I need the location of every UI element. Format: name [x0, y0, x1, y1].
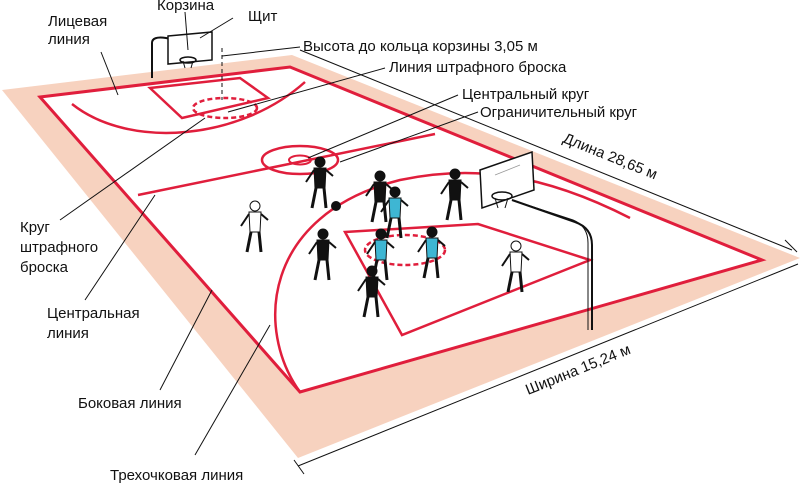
- player-figure: [305, 156, 334, 209]
- label-center-line-1: Центральная: [47, 305, 140, 322]
- player-figure: [417, 226, 446, 279]
- court-boundary-line: [36, 65, 767, 394]
- label-ft-circle-2: штрафного: [20, 239, 98, 256]
- player-figure: [357, 265, 386, 318]
- far-basket-pole: [151, 36, 177, 78]
- restraining-circle: [288, 154, 312, 166]
- far-basket: [151, 31, 223, 100]
- label-restraining-circle: Ограничительный круг: [480, 104, 638, 121]
- near-basket: [479, 150, 593, 330]
- player-figure: [440, 168, 469, 221]
- label-ft-circle-3: броска: [20, 259, 69, 276]
- label-center-circle: Центральный круг: [462, 86, 590, 103]
- label-rim-height: Высота до кольца корзины 3,05 м: [303, 38, 538, 55]
- label-endline-2: линия: [48, 31, 90, 48]
- near-three-point-line: [274, 171, 631, 393]
- label-endline-1: Лицевая: [48, 13, 107, 30]
- leader-lines: [59, 11, 479, 456]
- label-center-line-2: линия: [47, 325, 89, 342]
- player-figure: [308, 228, 337, 281]
- label-basket: Корзина: [157, 0, 215, 14]
- label-three-point-line: Трехочковая линия: [110, 467, 243, 484]
- far-free-throw-circle: [191, 96, 259, 120]
- near-key: [342, 222, 594, 337]
- far-hoop: [179, 56, 197, 64]
- label-free-throw-line: Линия штрафного броска: [389, 59, 567, 76]
- players: [240, 156, 530, 318]
- basketball: [331, 201, 341, 211]
- center-circle: [260, 144, 340, 176]
- player-figure: [380, 186, 409, 239]
- player-figure: [501, 240, 530, 293]
- label-sideline: Боковая линия: [78, 395, 182, 412]
- label-ft-circle-1: Круг: [20, 219, 50, 236]
- length-dimension-line: [299, 49, 793, 251]
- label-backboard: Щит: [248, 8, 277, 25]
- far-backboard: [167, 31, 213, 65]
- player-figure: [240, 200, 269, 253]
- near-free-throw-circle: [363, 233, 447, 267]
- center-line: [137, 132, 436, 197]
- width-dimension-line: [297, 263, 799, 467]
- near-hoop: [491, 191, 513, 201]
- player-figure: [366, 228, 395, 281]
- near-basket-pole: [511, 199, 593, 330]
- far-key: [147, 76, 271, 120]
- dimension-lines: [293, 49, 799, 475]
